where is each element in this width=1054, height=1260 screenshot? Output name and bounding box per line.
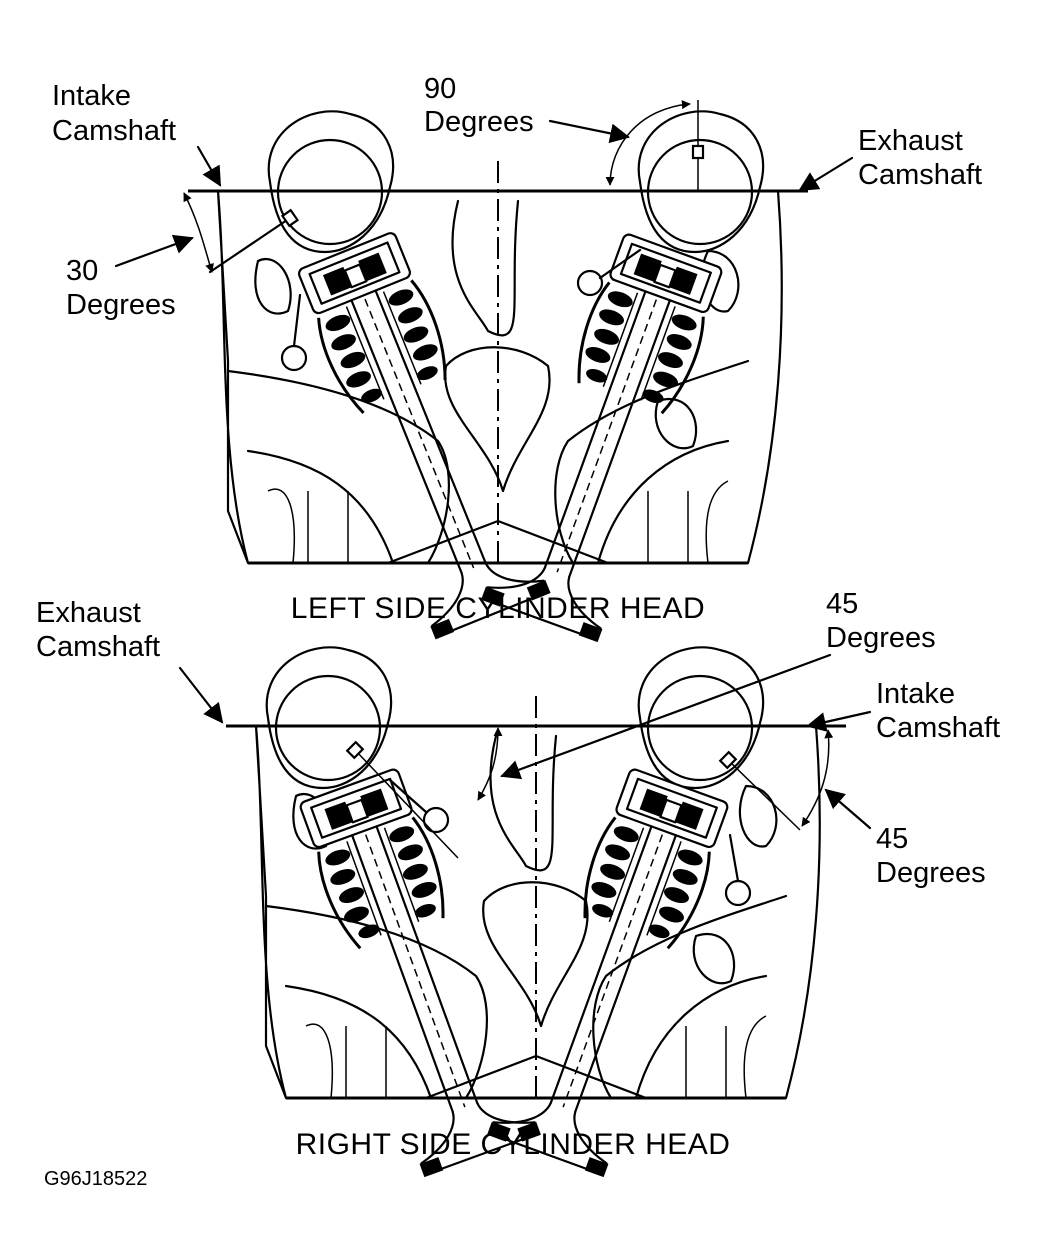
left-exhaust-angle-label-line1: 90 bbox=[424, 73, 456, 105]
right-exhaust-angle-label-line1: 45 bbox=[826, 588, 858, 620]
right-exhaust-camshaft-arrow bbox=[178, 666, 224, 724]
right-intake-angle-label-line1: 45 bbox=[876, 823, 908, 855]
right-intake-camshaft-arrow bbox=[806, 710, 872, 732]
right-intake-camshaft-label-line1: Intake bbox=[876, 678, 955, 710]
right-head-caption: RIGHT SIDE CYLINDER HEAD bbox=[296, 1128, 731, 1161]
left-head-caption: LEFT SIDE CYLINDER HEAD bbox=[291, 592, 705, 625]
left-cylinder-head bbox=[183, 100, 810, 644]
figure-code: G96J18522 bbox=[44, 1168, 147, 1190]
left-intake-camshaft-label-line2: Camshaft bbox=[52, 115, 176, 147]
left-intake-angle-arrow bbox=[114, 234, 194, 268]
left-intake-angle-label-line1: 30 bbox=[66, 255, 98, 287]
left-exhaust-camshaft-arrow bbox=[798, 156, 854, 192]
left-exhaust-angle-arrow bbox=[548, 119, 630, 144]
left-intake-camshaft-label-line1: Intake bbox=[52, 80, 131, 112]
left-intake-angle-label-line2: Degrees bbox=[66, 289, 176, 321]
left-exhaust-angle-label-line2: Degrees bbox=[424, 106, 534, 138]
left-intake-camshaft-arrow bbox=[196, 145, 222, 187]
right-exhaust-camshaft-label-line2: Camshaft bbox=[36, 631, 160, 663]
right-exhaust-angle-label-line2: Degrees bbox=[826, 622, 936, 654]
left-exhaust-camshaft-label-line1: Exhaust bbox=[858, 125, 963, 157]
right-intake-camshaft-label-line2: Camshaft bbox=[876, 712, 1000, 744]
left-exhaust-camshaft-label-line2: Camshaft bbox=[858, 159, 982, 191]
right-intake-angle-arrow bbox=[824, 788, 872, 830]
right-exhaust-angle-arrow bbox=[500, 653, 832, 780]
right-exhaust-camshaft-label-line1: Exhaust bbox=[36, 597, 141, 629]
right-intake-angle-label-line2: Degrees bbox=[876, 857, 986, 889]
right-cylinder-head bbox=[224, 646, 848, 1179]
